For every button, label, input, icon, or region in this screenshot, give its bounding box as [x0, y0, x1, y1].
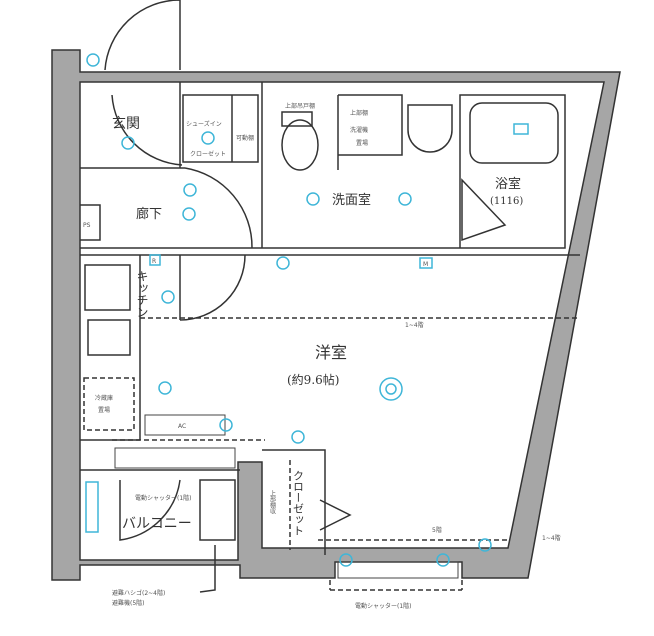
hallway-door[interactable] — [184, 167, 253, 249]
shoe-closet-label-2: クローゼット — [190, 150, 226, 158]
ladder-label: 避難ハシゴ(2~4階) — [112, 589, 165, 597]
balcony-window[interactable] — [114, 447, 236, 469]
washer-label-2: 置場 — [356, 139, 368, 147]
ac-label: AC — [178, 423, 186, 430]
upper-cabinet-label: 上部吊戸棚 — [285, 102, 315, 110]
toilet-tank — [281, 111, 313, 127]
bathroom-label: 浴室 — [495, 176, 521, 192]
closet-label: クローゼット — [292, 470, 305, 536]
bath-door[interactable] — [461, 178, 507, 242]
stove — [84, 264, 131, 311]
hallway-label: 廊下 — [136, 206, 162, 222]
balcony-shutter-label: 電動シャッター(1階) — [135, 494, 192, 502]
kitchen-sink — [87, 319, 131, 356]
entrance-label: 玄関 — [112, 115, 140, 132]
bottom-shutter-label: 電動シャッター(1階) — [355, 602, 412, 610]
closet-shelf-label: 上部棚収 — [269, 489, 276, 515]
kitchen-label: キッチン — [135, 270, 149, 318]
ps-label: PS — [83, 222, 91, 229]
bathtub — [469, 102, 559, 164]
balcony-label: バルコニー — [122, 516, 192, 532]
washer-label: 洗濯機 — [350, 126, 368, 134]
mark-m: M — [423, 261, 428, 268]
shoe-closet-label: シューズイン — [186, 120, 222, 128]
western-room-label: 洋室 — [315, 343, 347, 362]
mark-r: R — [152, 258, 156, 265]
floor-1-4-label-b: 1~4階 — [405, 321, 424, 329]
entrance-door[interactable] — [104, 0, 181, 71]
movable-shelf-label: 可動棚 — [236, 134, 254, 142]
western-room-size: (約9.6帖) — [287, 372, 339, 387]
fridge-space — [83, 377, 135, 431]
bath-size-label: (1116) — [490, 196, 523, 207]
floor-1-4-label: 1~4階 — [542, 534, 561, 542]
fridge-label-2: 置場 — [98, 406, 110, 414]
ladder-label-2: 避難機(5階) — [112, 599, 145, 607]
closet-door[interactable] — [319, 499, 352, 531]
floor-5-label: 5階 — [432, 526, 442, 534]
upper-shelf-label: 上部棚 — [350, 109, 368, 117]
ac-unit — [144, 414, 226, 436]
toilet — [281, 119, 319, 171]
washroom-label: 洗面室 — [332, 192, 371, 208]
fridge-label: 冷蔵庫 — [95, 394, 113, 402]
outer-wall — [51, 49, 621, 581]
equipment-markers — [85, 53, 529, 567]
room-door[interactable] — [179, 254, 246, 321]
partitions — [80, 82, 580, 555]
sink — [407, 104, 453, 153]
bottom-window[interactable] — [337, 561, 459, 579]
